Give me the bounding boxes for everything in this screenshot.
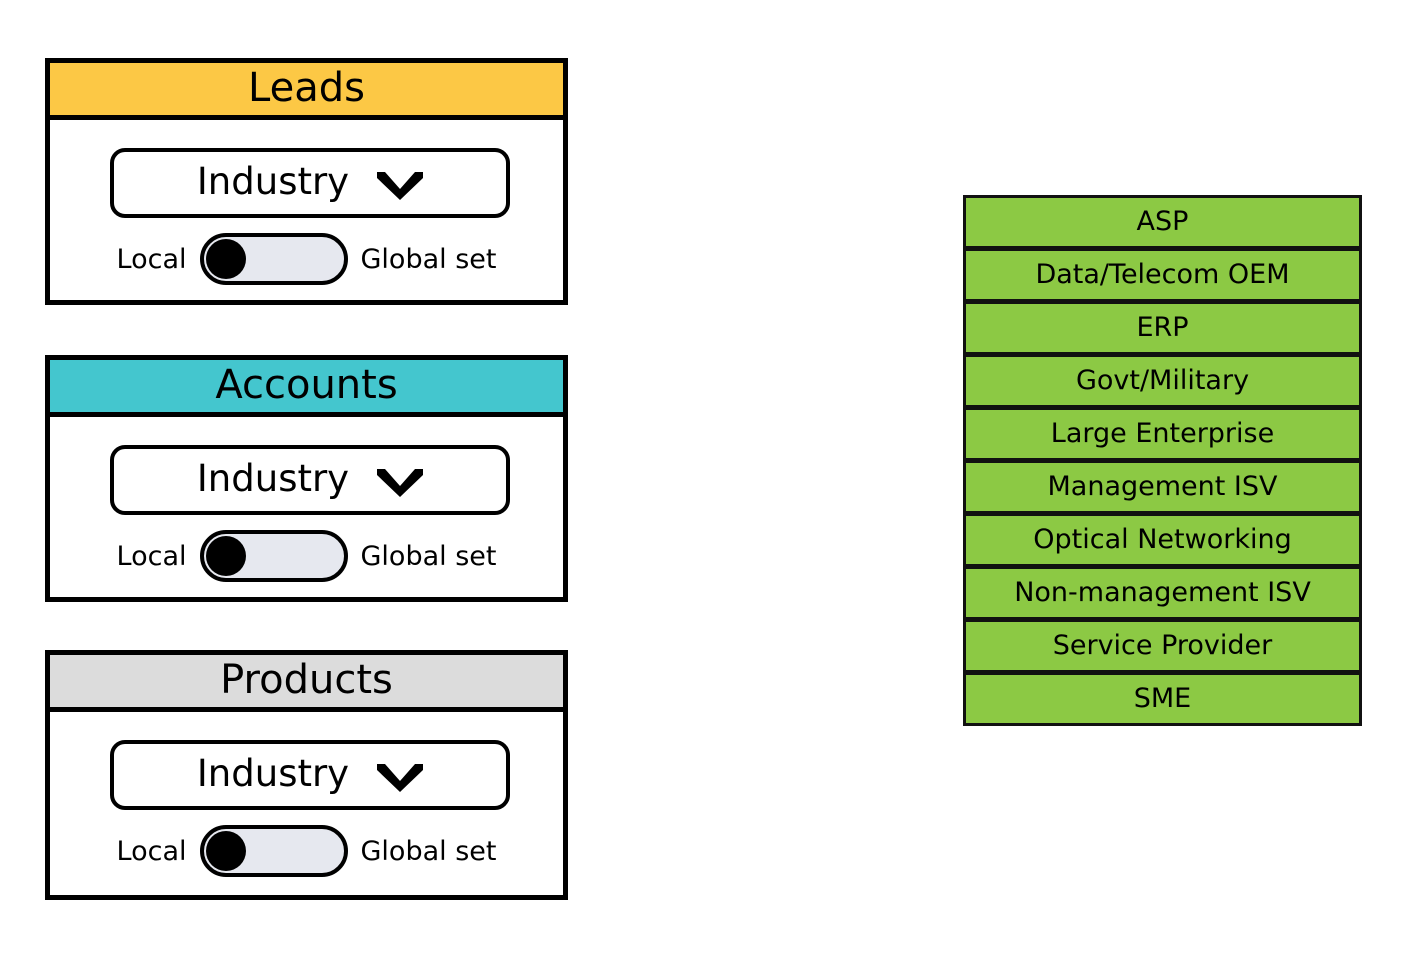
scope-toggle-row-products: Local Global set	[50, 825, 563, 877]
toggle-label-local: Local	[116, 540, 187, 572]
card-header-products: Products	[50, 655, 563, 712]
option-list-item[interactable]: Optical Networking	[963, 513, 1362, 567]
option-label: Optical Networking	[1033, 523, 1292, 555]
industry-dropdown-label: Industry	[196, 456, 350, 500]
card-body: Industry Local Global set	[50, 120, 563, 300]
scope-toggle-row-accounts: Local Global set	[50, 530, 563, 582]
card-accounts: Accounts Industry Local Global set	[45, 355, 568, 602]
card-title: Products	[220, 657, 393, 703]
option-list-item[interactable]: Large Enterprise	[963, 407, 1362, 461]
industry-option-list: ASP Data/Telecom OEM ERP Govt/Military L…	[963, 195, 1362, 726]
option-label: Large Enterprise	[1050, 417, 1275, 449]
option-label: ASP	[1136, 205, 1189, 237]
option-list-item[interactable]: ERP	[963, 301, 1362, 355]
toggle-label-global-set: Global set	[360, 540, 497, 572]
toggle-label-local: Local	[116, 243, 187, 275]
option-list-item[interactable]: Data/Telecom OEM	[963, 248, 1362, 302]
option-list-item[interactable]: SME	[963, 672, 1362, 726]
industry-dropdown-label: Industry	[196, 159, 350, 203]
scope-toggle-accounts[interactable]	[199, 530, 348, 582]
scope-toggle-products[interactable]	[199, 825, 348, 877]
toggle-label-global-set: Global set	[360, 243, 497, 275]
card-products: Products Industry Local Global set	[45, 650, 568, 900]
option-list-item[interactable]: Service Provider	[963, 619, 1362, 673]
card-body: Industry Local Global set	[50, 712, 563, 895]
card-leads: Leads Industry Local Global set	[45, 58, 568, 305]
toggle-label-local: Local	[116, 835, 187, 867]
chevron-down-icon	[377, 467, 424, 497]
card-body: Industry Local Global set	[50, 417, 563, 597]
option-label: ERP	[1136, 311, 1189, 343]
card-header-leads: Leads	[50, 63, 563, 120]
option-list-item[interactable]: ASP	[963, 195, 1362, 249]
industry-dropdown-accounts[interactable]: Industry	[110, 445, 510, 515]
industry-dropdown-label: Industry	[196, 751, 350, 795]
option-list-item[interactable]: Govt/Military	[963, 354, 1362, 408]
option-list-item[interactable]: Management ISV	[963, 460, 1362, 514]
card-title: Accounts	[215, 362, 398, 408]
toggle-knob	[205, 536, 246, 576]
option-label: Non-management ISV	[1014, 576, 1311, 608]
industry-dropdown-leads[interactable]: Industry	[110, 148, 510, 218]
toggle-knob	[205, 239, 246, 279]
chevron-down-icon	[377, 762, 424, 792]
option-label: Govt/Military	[1075, 364, 1250, 396]
toggle-label-global-set: Global set	[360, 835, 497, 867]
card-title: Leads	[248, 65, 365, 111]
option-label: Service Provider	[1052, 629, 1273, 661]
scope-toggle-leads[interactable]	[199, 233, 348, 285]
option-list-item[interactable]: Non-management ISV	[963, 566, 1362, 620]
toggle-knob	[205, 831, 246, 871]
industry-dropdown-products[interactable]: Industry	[110, 740, 510, 810]
card-header-accounts: Accounts	[50, 360, 563, 417]
option-label: SME	[1133, 682, 1192, 714]
chevron-down-icon	[377, 170, 424, 200]
option-label: Management ISV	[1047, 470, 1278, 502]
option-label: Data/Telecom OEM	[1035, 258, 1290, 290]
scope-toggle-row-leads: Local Global set	[50, 233, 563, 285]
